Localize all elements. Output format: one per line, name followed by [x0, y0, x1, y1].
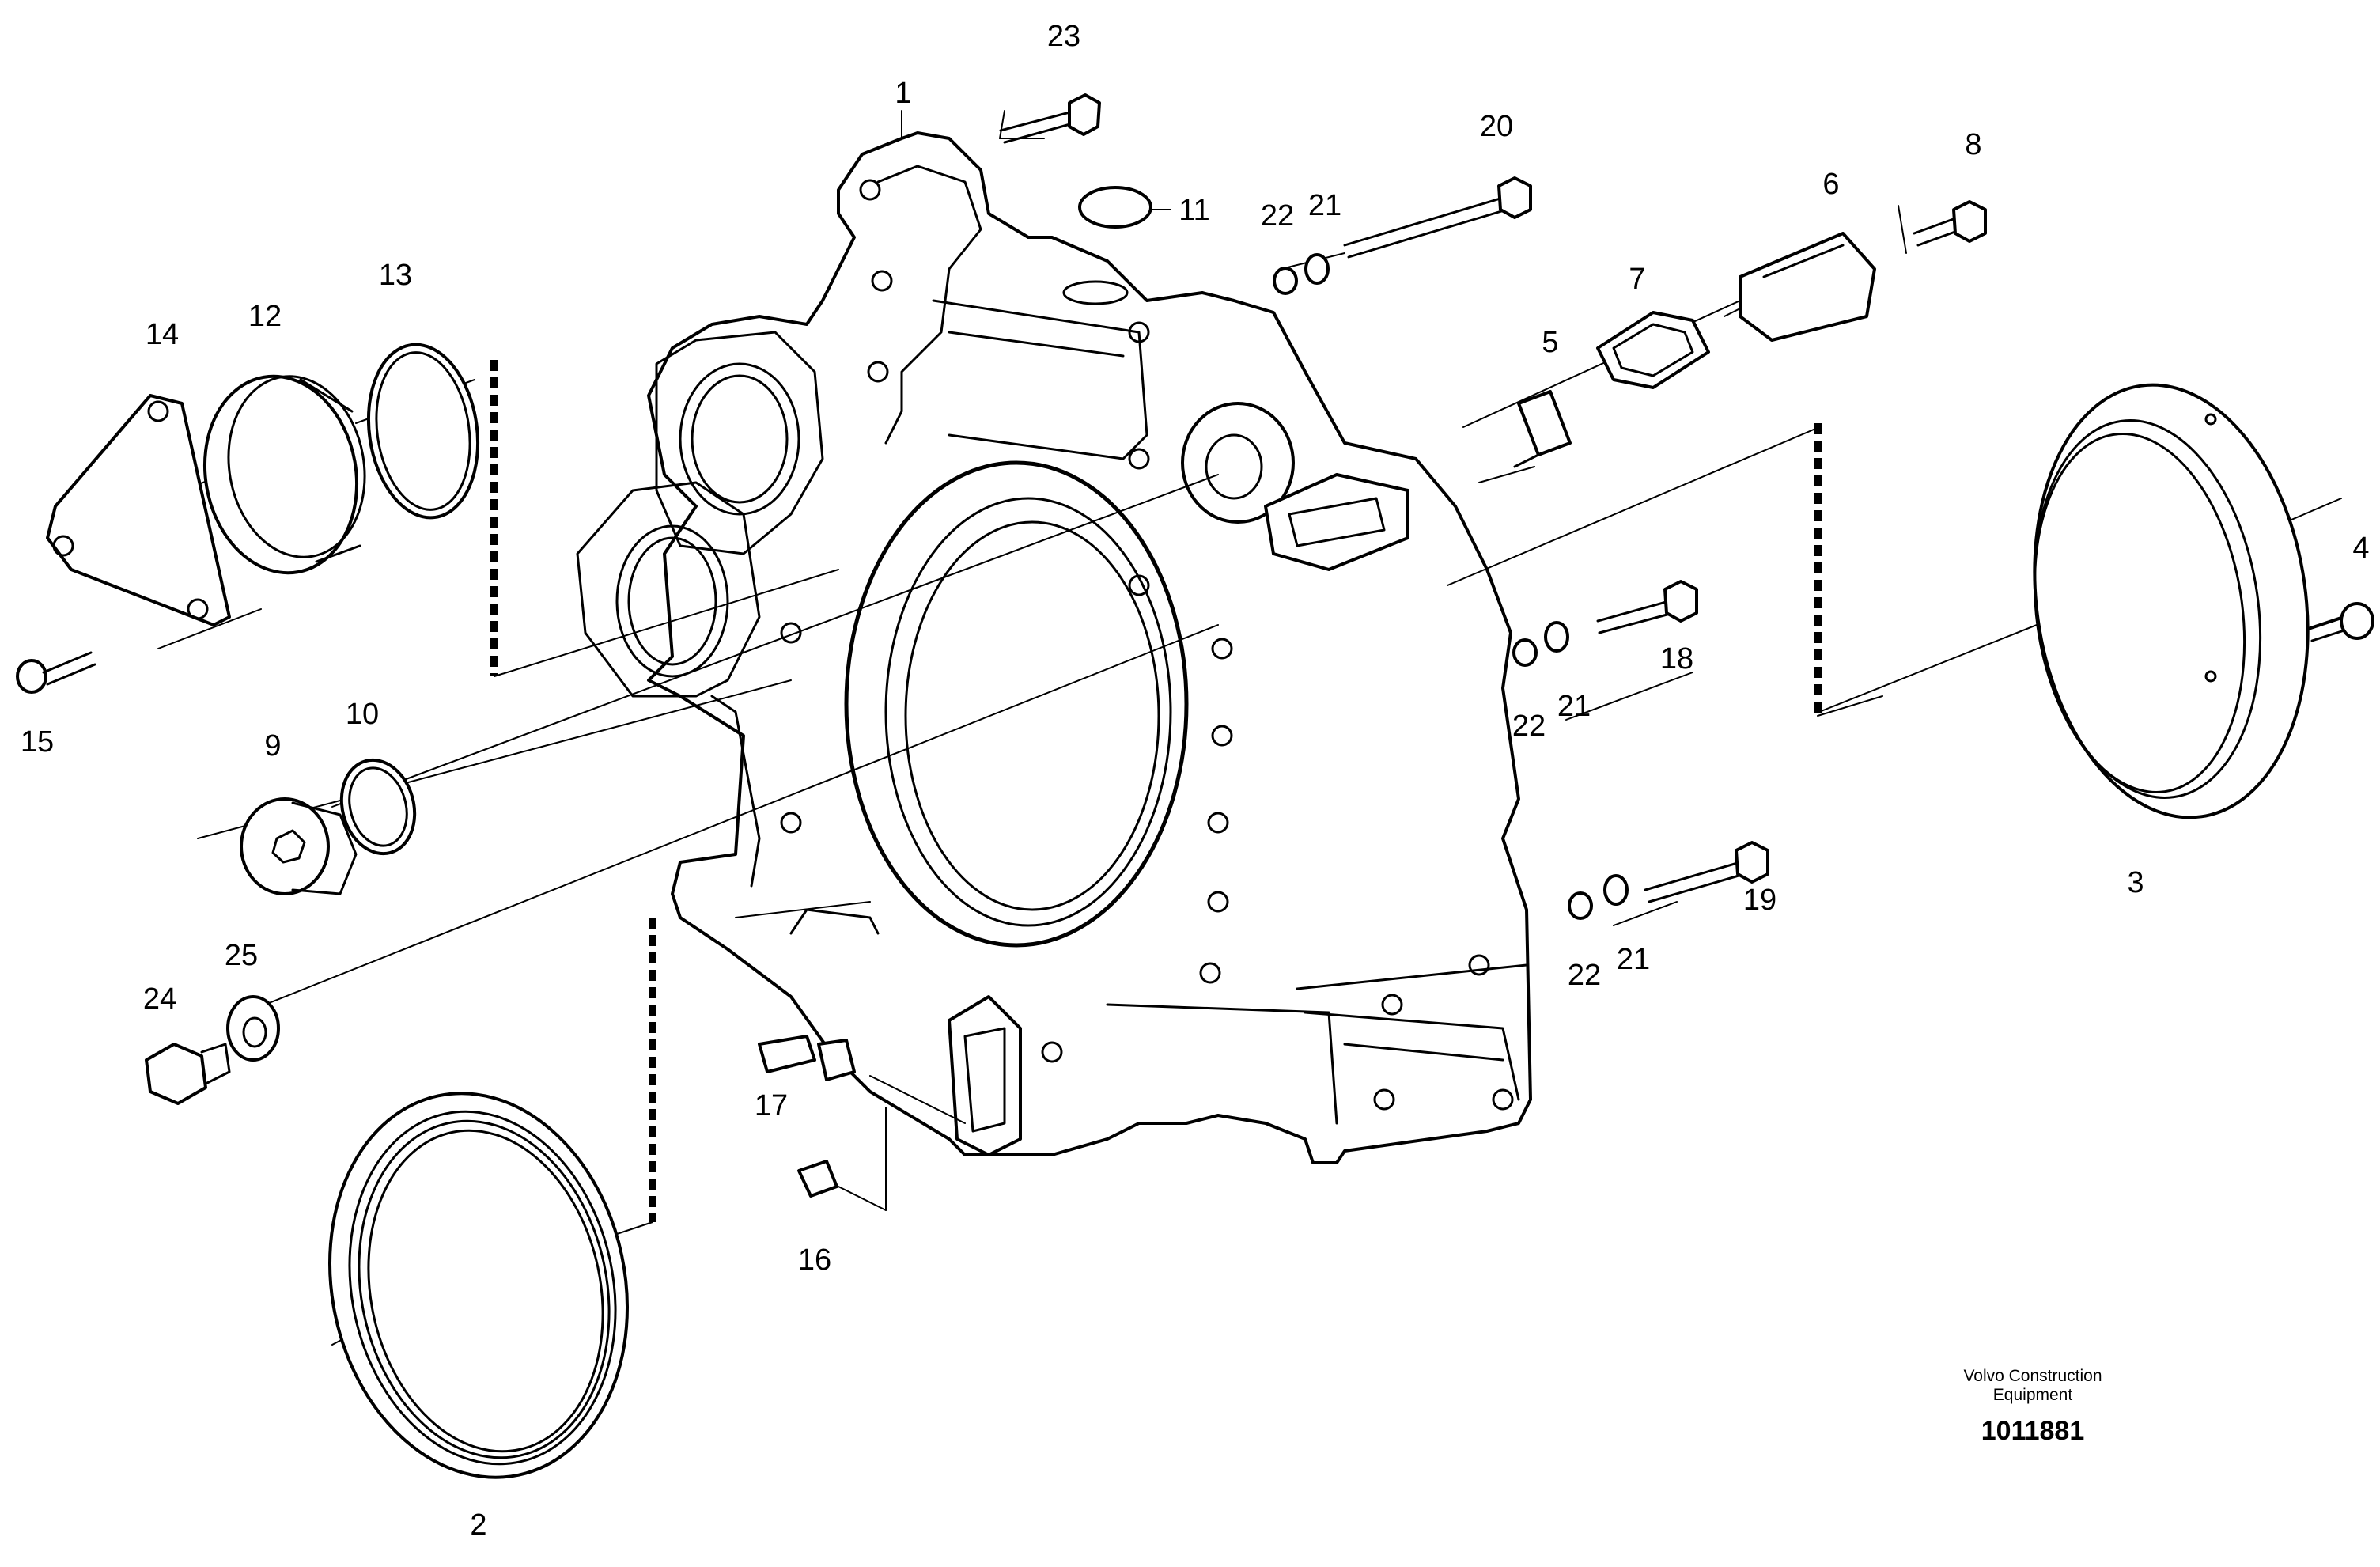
- sensor-5: [1513, 390, 1572, 468]
- sensor-17: [758, 1035, 856, 1081]
- callout-23: 23: [1047, 20, 1080, 53]
- callout-21-b: 21: [1557, 690, 1591, 723]
- callout-22: 22: [1261, 199, 1294, 233]
- callout-9: 9: [264, 729, 281, 763]
- washer-25: [226, 995, 280, 1062]
- bolt-20: [1343, 176, 1532, 259]
- callout-17: 17: [755, 1089, 788, 1122]
- callout-20: 20: [1480, 110, 1513, 143]
- callout-22-c: 22: [1568, 959, 1601, 992]
- callout-21: 21: [1308, 189, 1341, 222]
- seal-front-3: [2033, 383, 2310, 819]
- bolt-holes: [780, 179, 1514, 1111]
- callout-14: 14: [146, 318, 179, 351]
- bolt-19: [1644, 841, 1769, 903]
- bolt-8: [1913, 200, 1987, 247]
- cover-plate-14: [46, 394, 231, 626]
- callout-16: 16: [798, 1243, 831, 1277]
- callout-11: 11: [1179, 194, 1209, 227]
- plug-9: [240, 797, 358, 895]
- callout-19: 19: [1743, 884, 1776, 917]
- o-ring-10: [339, 758, 417, 856]
- callout-15: 15: [21, 725, 54, 759]
- callout-12: 12: [248, 300, 282, 333]
- bolt-4: [2308, 602, 2374, 642]
- callout-5: 5: [1542, 326, 1558, 359]
- callout-2: 2: [470, 1508, 486, 1542]
- callout-10: 10: [346, 698, 379, 731]
- callout-13: 13: [379, 259, 412, 292]
- callout-6: 6: [1822, 168, 1839, 201]
- gasket-7: [1596, 311, 1710, 389]
- drawing-footer: Volvo Construction Equipment 1011881: [1890, 1367, 2175, 1447]
- bolt-23: [999, 93, 1101, 144]
- callout-7: 7: [1629, 263, 1645, 296]
- callout-4: 4: [2352, 532, 2369, 565]
- callout-labels: 1 2 3 4 5 6 7 8 9 10 11 12 13 14 15 16 1…: [21, 20, 2370, 1542]
- flywheel-housing: [576, 131, 1532, 1164]
- callout-21-c: 21: [1617, 943, 1650, 976]
- plug-11: [1078, 186, 1171, 229]
- manufacturer-line-1: Volvo Construction: [1963, 1367, 2102, 1385]
- callout-18: 18: [1660, 642, 1693, 676]
- callout-3: 3: [2127, 866, 2144, 899]
- o-ring-13: [366, 343, 480, 520]
- callout-24: 24: [143, 982, 176, 1016]
- callout-1: 1: [895, 77, 911, 110]
- cover-12: [202, 374, 366, 575]
- cover-6: [1739, 232, 1876, 342]
- plug-16: [797, 1160, 838, 1198]
- phantom-lines: [490, 360, 1883, 1235]
- callout-22-b: 22: [1512, 710, 1546, 743]
- callout-8: 8: [1965, 128, 1981, 161]
- seal-rear-2: [328, 1092, 629, 1479]
- manufacturer-line-2: Equipment: [1992, 1386, 2073, 1404]
- bolt-18: [1596, 580, 1698, 634]
- drawing-number: 1011881: [1981, 1416, 2085, 1446]
- bolt-15: [16, 651, 96, 694]
- washers-21-22: [1273, 253, 1629, 920]
- callout-25: 25: [225, 939, 258, 972]
- bolt-24: [145, 1043, 231, 1105]
